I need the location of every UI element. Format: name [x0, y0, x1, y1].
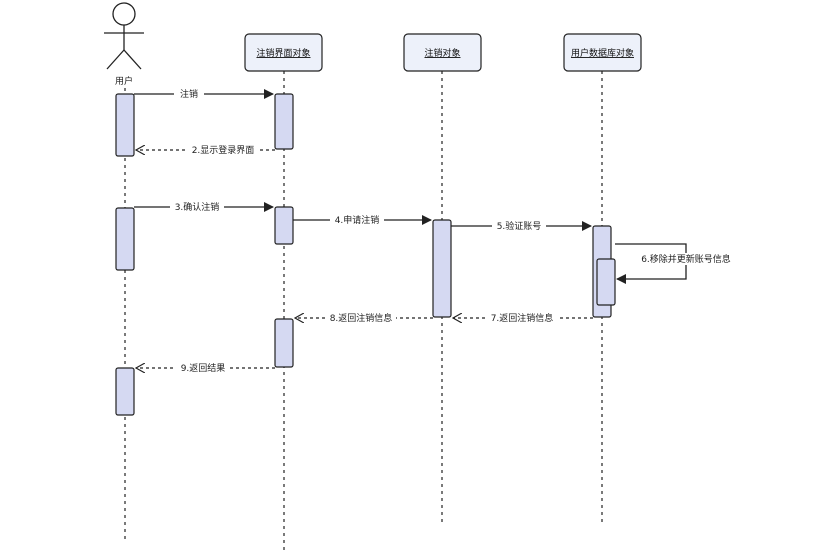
participant-header-logout-object: 注销对象: [403, 33, 482, 72]
message-confirm-logout: 3.确认注销: [134, 201, 274, 213]
message-label: 8.返回注销信息: [330, 312, 393, 324]
message-remove-update-self: 6.移除并更新账号信息: [615, 243, 731, 284]
participant-label: 注销界面对象: [256, 47, 310, 59]
participant-header-user-db: 用户数据库对象: [563, 33, 642, 72]
message-logout: 注销: [134, 88, 274, 100]
participant-header-logout-ui: 注销界面对象: [244, 33, 323, 72]
activation-bar: [115, 207, 135, 271]
message-label: 6.移除并更新账号信息: [641, 253, 731, 265]
message-label: 注销: [180, 88, 198, 100]
message-show-login: 2.显示登录界面: [136, 144, 275, 156]
activation-bar: [596, 258, 616, 306]
activation-bar: [274, 206, 294, 245]
message-return-result: 9.返回结果: [136, 362, 275, 374]
message-label: 4.申请注销: [335, 214, 380, 226]
message-return-logout-info-8: 8.返回注销信息: [295, 312, 433, 324]
activation-bar: [432, 219, 452, 318]
message-label: 3.确认注销: [175, 201, 220, 213]
participant-label: 注销对象: [424, 47, 460, 59]
activation-bar: [115, 367, 135, 416]
participant-label: 用户数据库对象: [571, 47, 634, 59]
message-label: 5.验证账号: [497, 220, 542, 232]
activation-bar: [274, 318, 294, 368]
actor-label: 用户: [115, 75, 133, 87]
message-verify-account: 5.验证账号: [451, 220, 592, 232]
activation-bar: [115, 93, 135, 157]
message-label: 7.返回注销信息: [491, 312, 554, 324]
message-apply-logout: 4.申请注销: [293, 214, 432, 226]
user-actor-icon: [104, 2, 144, 70]
activation-bar: [274, 93, 294, 150]
message-label: 2.显示登录界面: [192, 145, 255, 156]
message-label: 9.返回结果: [181, 362, 226, 374]
message-return-logout-info-7: 7.返回注销信息: [453, 312, 593, 324]
